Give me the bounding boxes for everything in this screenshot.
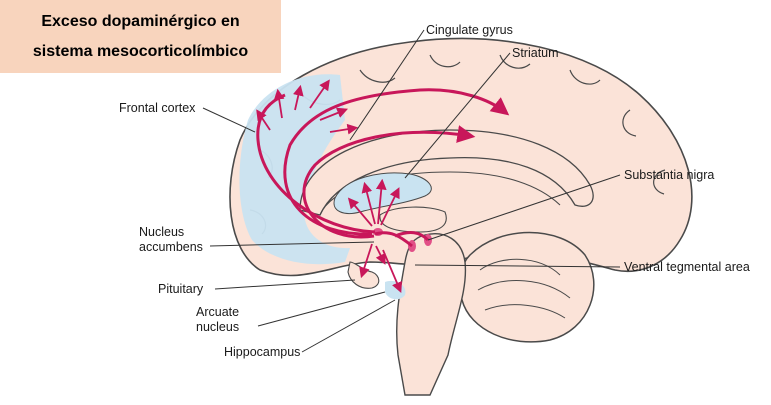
title-line-2: sistema mesocorticolímbico [32,42,249,60]
label-frontal-cortex: Frontal cortex [119,101,196,115]
mesocortical-pathway-2 [283,88,510,236]
label-arcuate-nucleus-1: Arcuate [196,305,239,319]
label-arcuate-nucleus-2: nucleus [196,320,239,334]
label-hippocampus: Hippocampus [224,345,300,359]
brainstem [396,233,467,396]
label-cingulate-gyrus: Cingulate gyrus [426,23,513,37]
label-nucleus-accumbens-2: accumbens [139,240,203,254]
frontal-cortex-region [239,74,350,265]
label-nucleus-accumbens-1: Nucleus [139,225,184,239]
label-ventral-tegmental-area: Ventral tegmental area [624,260,750,274]
label-pituitary: Pituitary [158,282,204,296]
mesolimbic-pathway [302,125,476,239]
dopamine-pathways [256,88,510,248]
title-box: Exceso dopaminérgico en sistema mesocort… [0,0,281,73]
leader-lines [202,29,621,353]
cerebellum [459,231,595,343]
label-substantia-nigra: Substantia nigra [624,168,714,182]
label-striatum: Striatum [512,46,559,60]
pituitary-gland [347,261,380,289]
mesocortical-pathway-1 [256,93,376,234]
title-line-1: Exceso dopaminérgico en [41,12,240,30]
